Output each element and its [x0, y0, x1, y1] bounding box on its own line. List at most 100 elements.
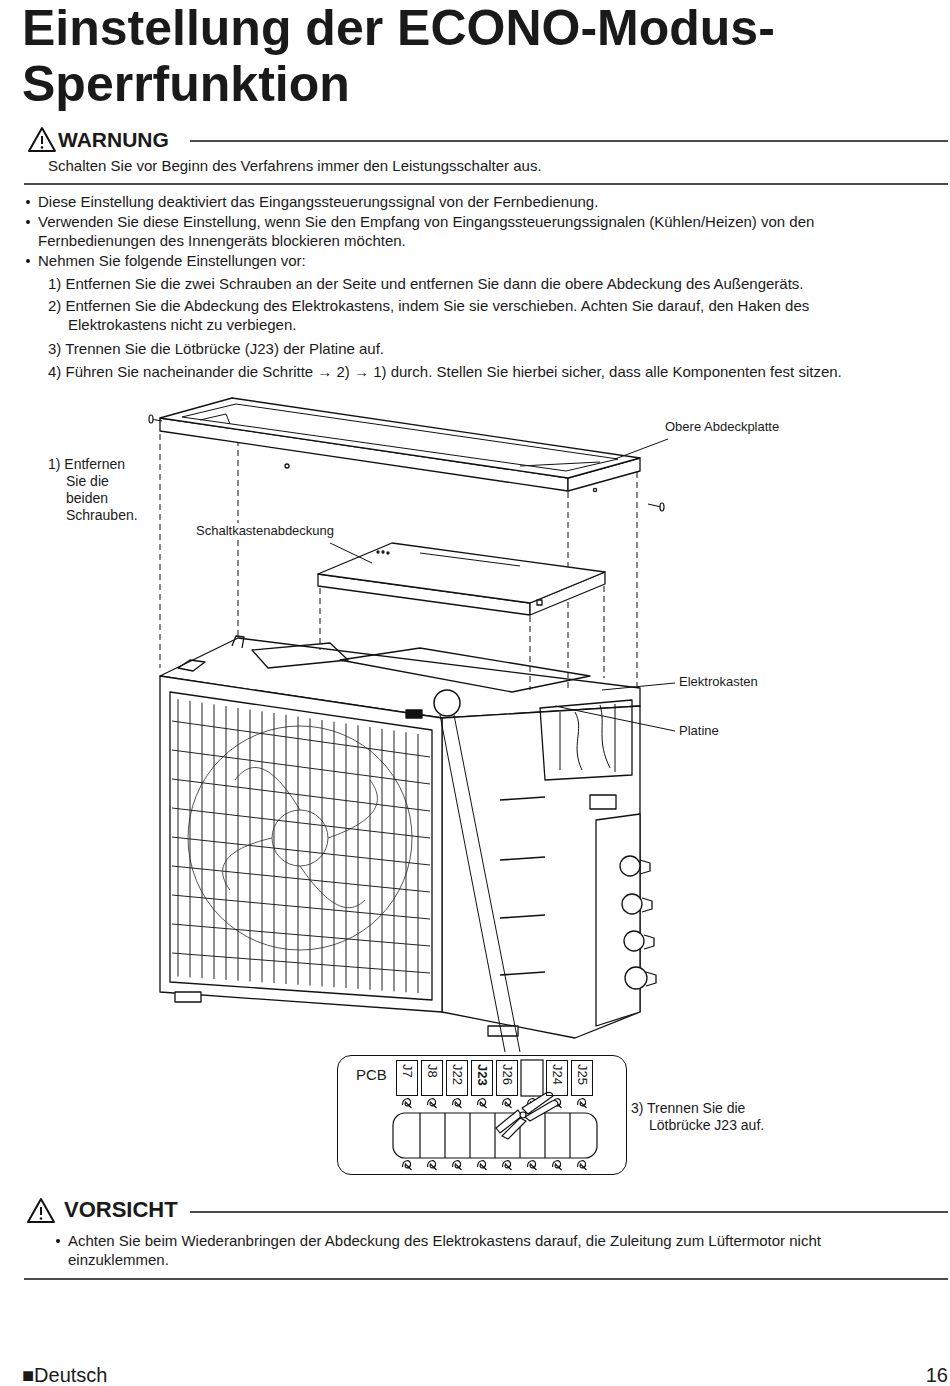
- unit-top-detail: [178, 660, 205, 671]
- rule: [24, 1278, 948, 1280]
- unit-side: [442, 706, 640, 1038]
- warning-heading: WARNUNG: [58, 128, 169, 152]
- solder-loop: [428, 1099, 437, 1108]
- part-name: Elektrokasten: [679, 674, 758, 690]
- leader-line: [615, 439, 668, 459]
- leader-line: [330, 543, 372, 563]
- solder-loop: [453, 1099, 462, 1108]
- step-text: 1) Entfernen Sie die zwei Schrauben an d…: [48, 274, 938, 293]
- leader-line: [602, 683, 675, 690]
- solder-loop: [403, 1099, 412, 1108]
- jumper-name: J7: [400, 1064, 414, 1078]
- jumper-bar: [393, 1113, 597, 1158]
- fan-hub: [272, 810, 328, 866]
- unit-top-detail: [252, 643, 348, 668]
- screw-head: [660, 503, 664, 511]
- screw-head: [149, 415, 153, 423]
- jumper-divider: [444, 1113, 445, 1158]
- solder-loop: [428, 1161, 437, 1170]
- jumper-label: J22: [446, 1060, 468, 1096]
- warning-mark: [41, 146, 44, 149]
- bullet-text: Nehmen Sie folgende Einstellungen vor:: [38, 251, 306, 270]
- page-rules: [24, 128, 948, 1279]
- dashed-line: [637, 472, 638, 686]
- jumper-label: J23: [471, 1060, 493, 1096]
- cover-top: [160, 398, 640, 478]
- jumper-name: J8: [425, 1064, 439, 1078]
- warning-text: Schalten Sie vor Beginn des Verfahrens i…: [48, 156, 542, 175]
- part-name: Platine: [679, 723, 719, 739]
- grille-bar: [172, 953, 430, 973]
- bullet: [26, 259, 30, 263]
- box-cover: [318, 543, 605, 615]
- unit-front: [160, 676, 442, 1012]
- cutter-handle: [525, 1101, 558, 1122]
- vent-dot: [387, 552, 389, 554]
- front-frame: [170, 692, 432, 1000]
- pcb-inset: PCB J7 J8 J22 J23 J26 J24 J25: [337, 1055, 627, 1175]
- bullet-text: Diese Einstellung deaktiviert das Eingan…: [38, 192, 598, 211]
- part-name: Obere Abdeckplatte: [665, 419, 779, 435]
- grille-bar: [172, 721, 430, 757]
- vent-dot: [382, 551, 384, 553]
- warning-triangle: [29, 128, 55, 151]
- unit-foot: [175, 992, 201, 1002]
- solder-loop: [478, 1099, 487, 1108]
- jumper-label: J24: [546, 1060, 568, 1096]
- step-text: 4) Führen Sie nacheinander die Schritte …: [48, 362, 943, 381]
- valve: [624, 931, 644, 951]
- grille-bar: [172, 837, 430, 865]
- solder-loop: [503, 1099, 512, 1108]
- cover-detail: [200, 414, 600, 466]
- cutter-jaw: [502, 1118, 526, 1139]
- jumper-name: J23: [475, 1064, 489, 1086]
- jumper-divider: [419, 1113, 420, 1158]
- bullet: [56, 1239, 60, 1243]
- jumper-name: J22: [450, 1064, 464, 1085]
- fan: [188, 726, 412, 950]
- grille-bar: [172, 866, 430, 892]
- screws: [149, 415, 664, 511]
- callout-text: 1) Entfernen Sie die beiden Schrauben.: [48, 456, 148, 524]
- valve: [620, 856, 640, 876]
- language-tag: ■Deutsch: [22, 1363, 107, 1386]
- page-number: 16: [868, 1363, 948, 1386]
- jumper-dividers: [420, 1113, 570, 1158]
- side-ribs: [500, 797, 545, 975]
- unit-top-detail: [232, 636, 244, 648]
- vent-dot: [377, 551, 379, 553]
- solder-loop: [553, 1161, 562, 1170]
- caution-triangle: [28, 1199, 54, 1222]
- jumper-name: J26: [500, 1064, 514, 1085]
- dashed-line: [320, 588, 321, 650]
- callout-text: 3) Trennen Sie die Lötbrücke J23 auf.: [631, 1100, 781, 1134]
- valve: [625, 967, 647, 989]
- jumper-label-box: [521, 1060, 543, 1096]
- latch: [406, 710, 422, 718]
- leader-line: [555, 706, 675, 731]
- jumper-divider: [569, 1113, 570, 1158]
- rule: [24, 183, 948, 185]
- jumper-name: J24: [550, 1064, 564, 1085]
- solder-loop: [578, 1161, 587, 1170]
- board-name: PCB: [356, 1066, 387, 1083]
- unit-top-detail: [340, 648, 590, 692]
- page-title: Einstellung der ECONO-Modus-Sperrfunktio…: [22, 0, 902, 112]
- magnifier-circle: [434, 690, 460, 716]
- cover-recess: [182, 404, 618, 471]
- grille-bar: [172, 924, 430, 946]
- jumper-name: J25: [575, 1064, 589, 1085]
- cutter-pivot: [520, 1112, 526, 1118]
- dashed-line: [530, 616, 531, 690]
- jumper-label: J26: [496, 1060, 518, 1096]
- rule: [190, 1211, 948, 1213]
- top-cover: [160, 398, 640, 492]
- jumper-divider: [544, 1113, 545, 1158]
- screw: [648, 504, 661, 507]
- fan-grille: [172, 699, 430, 993]
- inset-ground: [337, 1055, 627, 1175]
- pcb-detail: [393, 1060, 597, 1170]
- connector: [590, 795, 616, 809]
- cover-hole: [285, 464, 289, 468]
- solder-loop: [403, 1161, 412, 1170]
